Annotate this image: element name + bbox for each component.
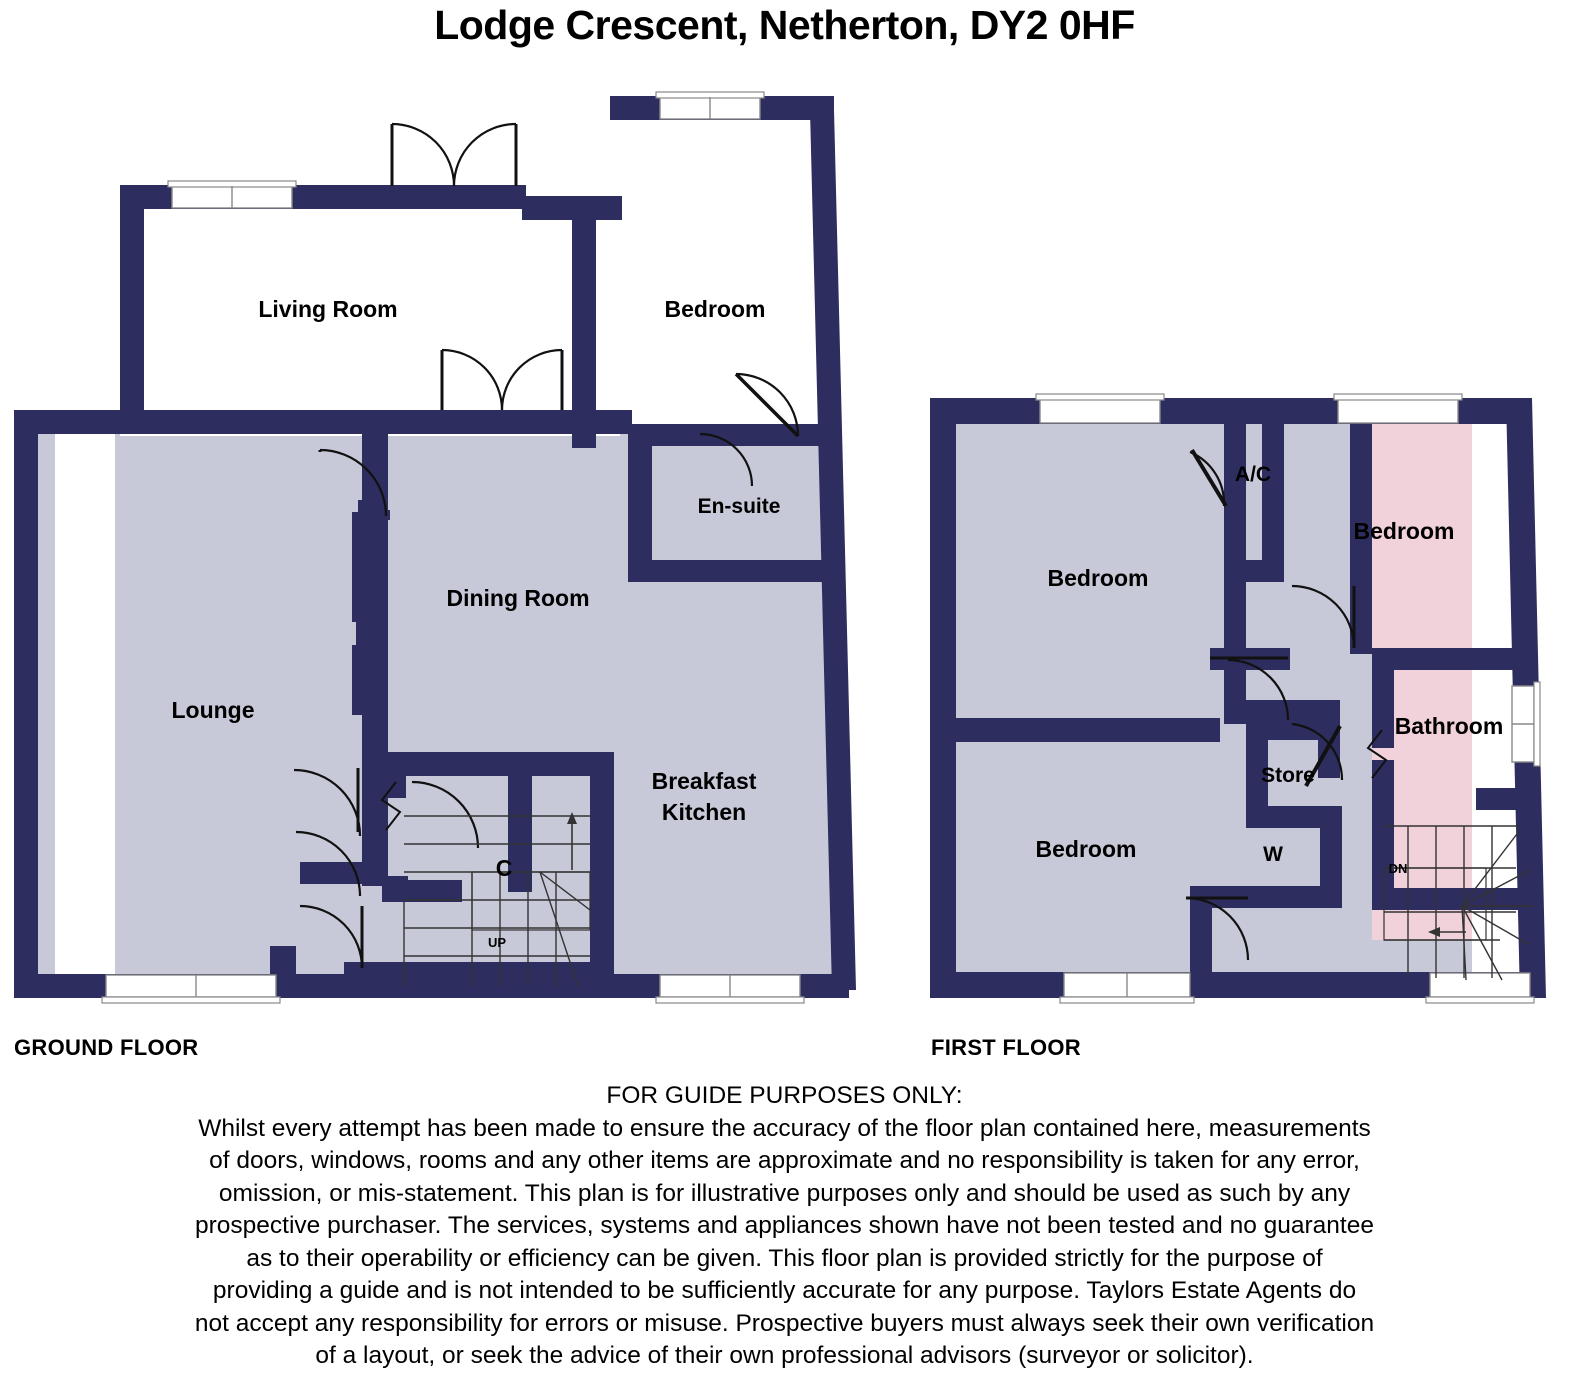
first-floor-plan: A/C Bedroom Bedroom Bathroom Store W Bed…: [930, 393, 1546, 1004]
stair-label-up: UP: [488, 935, 506, 950]
first-floor-windows: [1035, 393, 1541, 1004]
ground-floor-walls: [14, 96, 856, 998]
room-label-wc: W: [1263, 843, 1283, 866]
room-label-bedroom-gf: Bedroom: [665, 296, 766, 322]
ground-floor-plan: Living Room Bedroom En-suite Dining Room…: [14, 91, 856, 1004]
window: [655, 91, 765, 120]
room-label-bathroom: Bathroom: [1395, 713, 1504, 739]
room-label-living-room: Living Room: [258, 296, 397, 322]
window: [1059, 972, 1195, 1004]
first-floor-stairs: [1383, 825, 1534, 981]
room-label-cupboard: C: [496, 855, 513, 881]
window: [167, 180, 297, 209]
room-label-store: Store: [1261, 764, 1315, 787]
ground-floor-room-labels: Living Room Bedroom En-suite Dining Room…: [171, 296, 780, 950]
room-label-bedroom-right: Bedroom: [1354, 518, 1455, 544]
room-label-bedroom-rear: Bedroom: [1036, 836, 1137, 862]
room-label-ensuite: En-suite: [698, 495, 781, 518]
window: [1511, 681, 1541, 767]
room-label-dining-room: Dining Room: [446, 585, 589, 611]
room-label-bedroom-main: Bedroom: [1048, 565, 1149, 591]
disclaimer-heading: FOR GUIDE PURPOSES ONLY:: [606, 1082, 963, 1109]
window: [655, 974, 805, 1004]
floorplan-canvas: Taylors: [14, 91, 1546, 1004]
room-label-breakfast: Breakfast: [652, 768, 757, 794]
ground-floor-windows: [101, 91, 805, 1004]
first-floor-room-labels: A/C Bedroom Bedroom Bathroom Store W Bed…: [1036, 463, 1504, 876]
ground-floor-stairs: [403, 812, 591, 987]
page-title: Lodge Crescent, Netherton, DY2 0HF: [434, 2, 1135, 48]
room-label-kitchen: Kitchen: [662, 799, 746, 825]
window: [1035, 393, 1165, 424]
disclaimer-body: Whilst every attempt has been made to en…: [194, 1114, 1375, 1370]
room-label-lounge: Lounge: [171, 697, 254, 723]
window: [1333, 393, 1463, 424]
first-floor-label: FIRST FLOOR: [931, 1035, 1081, 1060]
first-floor-walls: [930, 398, 1546, 998]
ground-floor-doors: [293, 122, 800, 969]
ground-unshaded-rooms: [55, 110, 832, 985]
room-label-airing-cupboard: A/C: [1235, 463, 1271, 486]
ground-floor-label: GROUND FLOOR: [14, 1035, 199, 1060]
first-floor-doors: [1185, 448, 1388, 961]
stair-label-dn: DN: [1389, 861, 1408, 876]
window: [101, 974, 281, 1004]
disclaimer: FOR GUIDE PURPOSES ONLY: Whilst every at…: [0, 1080, 1569, 1373]
window: [1425, 972, 1535, 1004]
